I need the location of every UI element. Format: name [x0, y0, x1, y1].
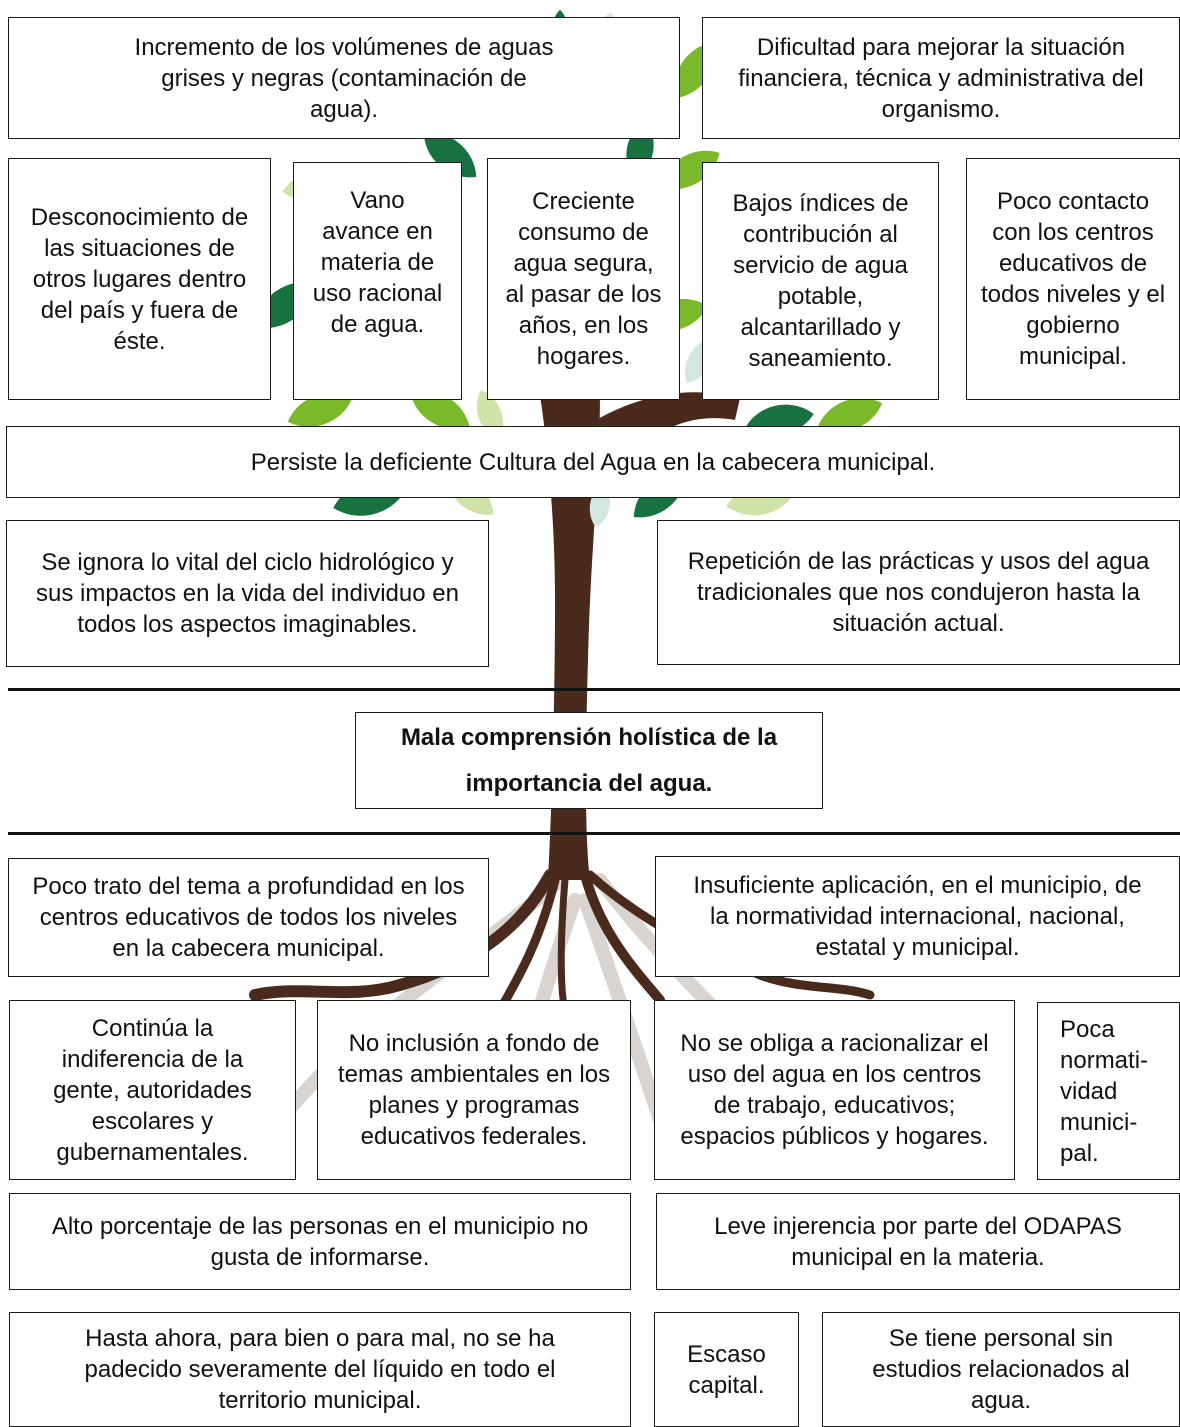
cause-text: Continúa la indiferencia de la gente, au…	[53, 1014, 252, 1166]
effect-box-contact: Poco contacto con los centros educativos…	[966, 158, 1180, 400]
effect-box-consumption: Creciente consumo de agua segura, al pas…	[487, 158, 680, 400]
cause-box-odapas: Leve injerencia por parte del ODAPAS mun…	[656, 1193, 1180, 1290]
effect-text: Vano avance en materia de uso racional d…	[312, 187, 443, 338]
divider-top	[8, 688, 1180, 691]
cause-box-information: Alto porcentaje de las personas en el mu…	[9, 1193, 631, 1290]
effect-text: Creciente consumo de agua segura, al pas…	[505, 188, 662, 370]
cause-text: No inclusión a fondo de temas ambientale…	[337, 1030, 611, 1150]
effect-text: Incremento de los volúmenes de aguas gri…	[134, 33, 554, 123]
effect-box-rational-use: Vano avance en materia de uso racional d…	[293, 162, 462, 400]
core-problem-text: Mala comprensión holística de la importa…	[400, 723, 778, 797]
divider-bottom	[8, 832, 1180, 835]
cause-box-capital: Escaso capital.	[654, 1312, 799, 1427]
cause-text: No se obliga a racionalizar el uso del a…	[680, 1030, 989, 1150]
cause-box-regulation: Insuficiente aplicación, en el municipio…	[655, 856, 1180, 977]
cause-box-no-scarcity: Hasta ahora, para bien o para mal, no se…	[9, 1312, 631, 1427]
cause-text: Poco trato del tema a profundidad en los…	[32, 873, 465, 962]
cause-text: Alto porcentaje de las personas en el mu…	[51, 1212, 589, 1271]
effect-box-hydrologic-cycle: Se ignora lo vital del ciclo hidrológico…	[6, 520, 489, 667]
cause-box-education-depth: Poco trato del tema a profundidad en los…	[8, 858, 489, 977]
cause-text: Escaso capital.	[687, 1340, 766, 1399]
effect-text: Se ignora lo vital del ciclo hidrológico…	[36, 549, 459, 638]
effect-text: Repetición de las prácticas y usos del a…	[687, 548, 1150, 637]
effect-box-contribution: Bajos índices de contribución al servici…	[702, 162, 939, 400]
cause-text: Poca normati-vidad munici-pal.	[1060, 1015, 1149, 1167]
effect-box-unawareness: Desconocimiento de las situaciones de ot…	[8, 158, 271, 400]
effect-text: Poco contacto con los centros educativos…	[980, 188, 1166, 370]
core-problem-box: Mala comprensión holística de la importa…	[355, 712, 823, 809]
effect-text: Bajos índices de contribución al servici…	[732, 190, 909, 372]
cause-box-staff: Se tiene personal sin estudios relaciona…	[822, 1312, 1180, 1427]
cause-text: Leve injerencia por parte del ODAPAS mun…	[714, 1212, 1122, 1271]
cause-box-indifference: Continúa la indiferencia de la gente, au…	[9, 1000, 296, 1180]
effect-box-contamination: Incremento de los volúmenes de aguas gri…	[8, 17, 680, 139]
cause-box-rationalize: No se obliga a racionalizar el uso del a…	[654, 1000, 1015, 1180]
effect-text: Desconocimiento de las situaciones de ot…	[30, 203, 249, 355]
effect-box-traditional-practices: Repetición de las prácticas y usos del a…	[657, 520, 1180, 665]
effect-text: Dificultad para mejorar la situación fin…	[738, 33, 1144, 123]
cause-text: Se tiene personal sin estudios relaciona…	[872, 1325, 1130, 1414]
cause-text: Hasta ahora, para bien o para mal, no se…	[84, 1325, 556, 1414]
effect-box-culture: Persiste la deficiente Cultura del Agua …	[6, 426, 1180, 498]
effect-text: Persiste la deficiente Cultura del Agua …	[250, 448, 936, 476]
cause-box-environmental-topics: No inclusión a fondo de temas ambientale…	[317, 1000, 631, 1180]
cause-box-municipal-norms: Poca normati-vidad munici-pal.	[1037, 1002, 1180, 1180]
effect-box-finances: Dificultad para mejorar la situación fin…	[702, 17, 1180, 139]
cause-text: Insuficiente aplicación, en el municipio…	[693, 872, 1142, 961]
